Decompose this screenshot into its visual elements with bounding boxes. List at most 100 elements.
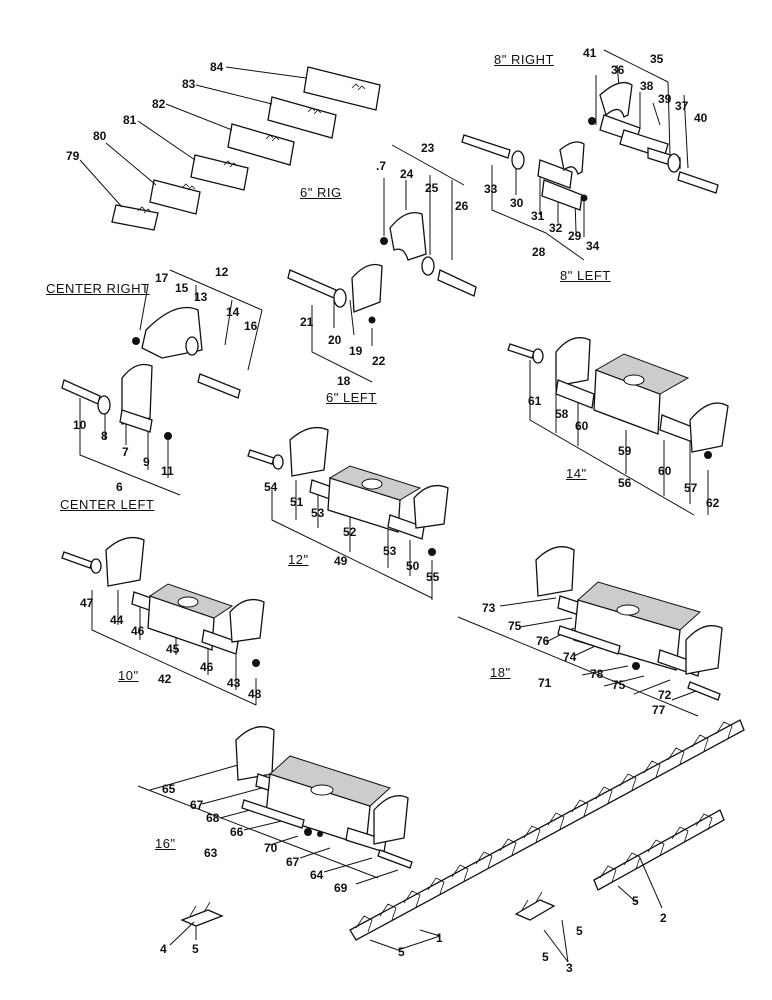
title-16: 16" [155,836,176,851]
assembly-16 [137,726,413,885]
callout-76: 76 [536,634,550,648]
callout-chain-3: 3 [566,961,573,975]
callout-31: 31 [531,209,545,223]
callout-38: 38 [640,79,654,93]
callout-28: 28 [532,245,546,259]
assembly-12 [247,426,449,600]
callout-69: 69 [334,881,348,895]
title-8-right: 8" RIGHT [494,52,554,67]
callout-70: 70 [264,841,278,855]
callout-78: 78 [590,667,604,681]
callout-10: 10 [73,418,87,432]
callout-44: 44 [110,613,124,627]
callout-49: 49 [334,554,348,568]
callout-36: 36 [611,63,625,77]
callout-32: 32 [549,221,563,235]
callout-55: 55 [426,570,440,584]
callout-chain-5a: 5 [192,942,199,956]
callout-77: 77 [652,703,666,717]
callout-61: 61 [528,394,542,408]
callout-52: 52 [343,525,357,539]
callout-56: 56 [618,476,632,490]
callout-chain-5d: 5 [576,924,583,938]
assembly-6-left [287,263,383,383]
title-18: 18" [490,665,511,680]
callout-16: 16 [244,319,258,333]
callout-6: 6 [116,480,123,494]
callout-54: 54 [264,480,278,494]
callout-58: 58 [555,407,569,421]
callout-13: 13 [194,290,208,304]
chain-piece-4 [169,901,224,946]
callout-74: 74 [563,650,577,664]
callout-chain-5e: 5 [632,894,639,908]
paddle-83 [195,84,337,139]
callout-17: 17 [155,271,169,285]
paddle-84 [225,66,381,111]
callout-67b: 67 [286,855,300,869]
assembly-10 [61,536,265,706]
callout-11: 11 [161,464,174,478]
callout-8: 8 [101,429,108,443]
callout-75a: 75 [508,619,522,633]
chain-assembly-2 [593,809,725,909]
callout-29: 29 [568,229,582,243]
callout-62: 62 [706,496,720,510]
callout-80: 80 [93,129,107,143]
callout-64: 64 [310,868,324,882]
callout-chain-5c: 5 [542,950,549,964]
callout-chain-1: 1 [436,931,443,945]
callout-42: 42 [158,672,172,686]
callout-18: 18 [337,374,351,388]
callout-45: 45 [166,642,180,656]
title-center-left: CENTER LEFT [60,497,155,512]
callout-7b: 7 [122,445,129,459]
callout-50: 50 [406,559,420,573]
callout-60b: 60 [658,464,672,478]
callout-57: 57 [684,481,698,495]
callout-39: 39 [658,92,672,106]
assembly-6-right [380,144,477,297]
callout-79: 79 [66,149,80,163]
callout-72: 72 [658,688,672,702]
title-14: 14" [566,466,587,481]
paddle-80 [105,142,201,215]
title-6-rig: 6" RIG [300,185,342,200]
callout-24: 24 [400,167,414,181]
callout-21: 21 [300,315,314,329]
callout-15: 15 [175,281,189,295]
callout-35: 35 [650,52,664,66]
title-10: 10" [118,668,139,683]
callout-75b: 75 [612,678,626,692]
assembly-center-left [61,363,181,496]
callout-63: 63 [204,846,218,860]
callout-25: 25 [425,181,439,195]
assembly-center-right [132,269,263,399]
callout-chain-5b: 5 [398,945,405,959]
callout-67a: 67 [190,798,204,812]
callout-84: 84 [210,60,224,74]
callout-14: 14 [226,305,240,319]
callout-73: 73 [482,601,496,615]
callout-30: 30 [510,196,524,210]
callout-7: .7 [376,159,387,173]
callout-71: 71 [538,676,552,690]
callout-22: 22 [372,354,386,368]
callout-46b: 46 [200,660,214,674]
callout-83: 83 [182,77,196,91]
assembly-8-right [588,49,719,194]
paddle-82 [165,103,295,166]
callout-51: 51 [290,495,304,509]
callout-34: 34 [586,239,600,253]
callout-48: 48 [248,687,262,701]
callout-47: 47 [80,596,94,610]
callout-59: 59 [618,444,632,458]
title-8-left: 8" LEFT [560,268,611,283]
callout-12: 12 [215,265,229,279]
callout-chain-4: 4 [160,942,167,956]
paddle-79 [79,159,159,231]
chain-assembly-1 [349,719,745,951]
callout-19: 19 [349,344,363,358]
callout-46a: 46 [131,624,145,638]
